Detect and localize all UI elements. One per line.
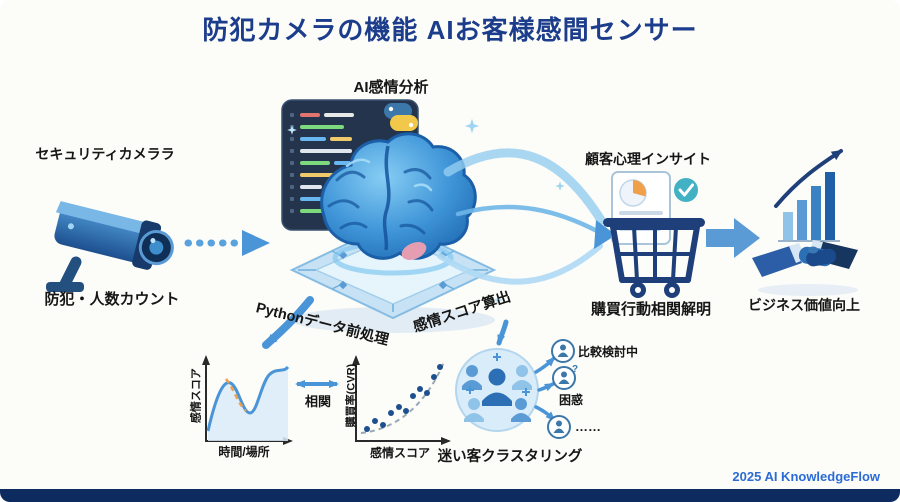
category-label-others: …… — [575, 419, 601, 434]
clustering-label: 迷い客クラスタリング — [437, 449, 583, 465]
category-person-icon-3 — [547, 415, 571, 439]
ai-chip-platform — [289, 220, 497, 333]
category-label-confused: 困惑 — [558, 393, 583, 407]
correlation-label: 相関 — [304, 394, 331, 409]
purchase-caption-label: 購買行動相関解明 — [590, 301, 711, 318]
python-icon — [384, 103, 418, 131]
scatter-chart-ylabel: 購買率(CVR) — [345, 363, 358, 428]
cvr-scatter-chart — [352, 355, 451, 445]
dotted-arrow — [184, 230, 270, 256]
shopping-cart-icon — [603, 218, 705, 298]
category-label-comparing: 比較検討中 — [578, 345, 639, 359]
page-title: 防犯カメラの機能 AIお客様感間センサー — [202, 15, 698, 45]
security-camera-icon — [46, 201, 174, 292]
category-person-icon-2: ? — [552, 364, 578, 390]
ai-brain-icon — [320, 132, 477, 261]
handshake-icon — [752, 240, 858, 296]
camera-title-label: セキュリティカメララ — [35, 146, 175, 162]
ai-analysis-label: AI感情分析 — [353, 79, 429, 96]
camera-caption-label: 防犯・人数カウント — [44, 291, 180, 308]
line-chart-ylabel: 感情スコア — [190, 368, 203, 424]
arrow-right-icon — [706, 218, 760, 258]
arrow-to-cluster — [496, 319, 509, 346]
report-doc-icon — [611, 171, 671, 245]
question-mark-glyph: ? — [572, 364, 578, 375]
cluster-arrows — [534, 356, 556, 422]
arrow-to-line-chart — [262, 296, 314, 349]
emotion-line-chart — [202, 355, 293, 445]
swirl-arrows — [437, 148, 616, 285]
line-chart-xlabel: 時間/場所 — [218, 445, 270, 459]
growth-bar-chart-icon — [774, 149, 843, 242]
purchase-insight-illustration — [603, 171, 705, 298]
insight-title-label: 顧客心理インサイト — [585, 151, 711, 167]
customer-cluster-icon — [455, 348, 539, 432]
credit-label: 2025 AI KnowledgeFlow — [732, 469, 880, 484]
code-lines — [290, 113, 358, 213]
scatter-chart-xlabel: 感情スコア — [369, 446, 430, 460]
category-person-icon-1 — [551, 339, 575, 363]
business-value-label: ビジネス価値向上 — [748, 297, 860, 313]
check-badge-icon — [674, 178, 698, 202]
footer-bar — [0, 489, 900, 502]
business-value-illustration — [752, 149, 858, 296]
